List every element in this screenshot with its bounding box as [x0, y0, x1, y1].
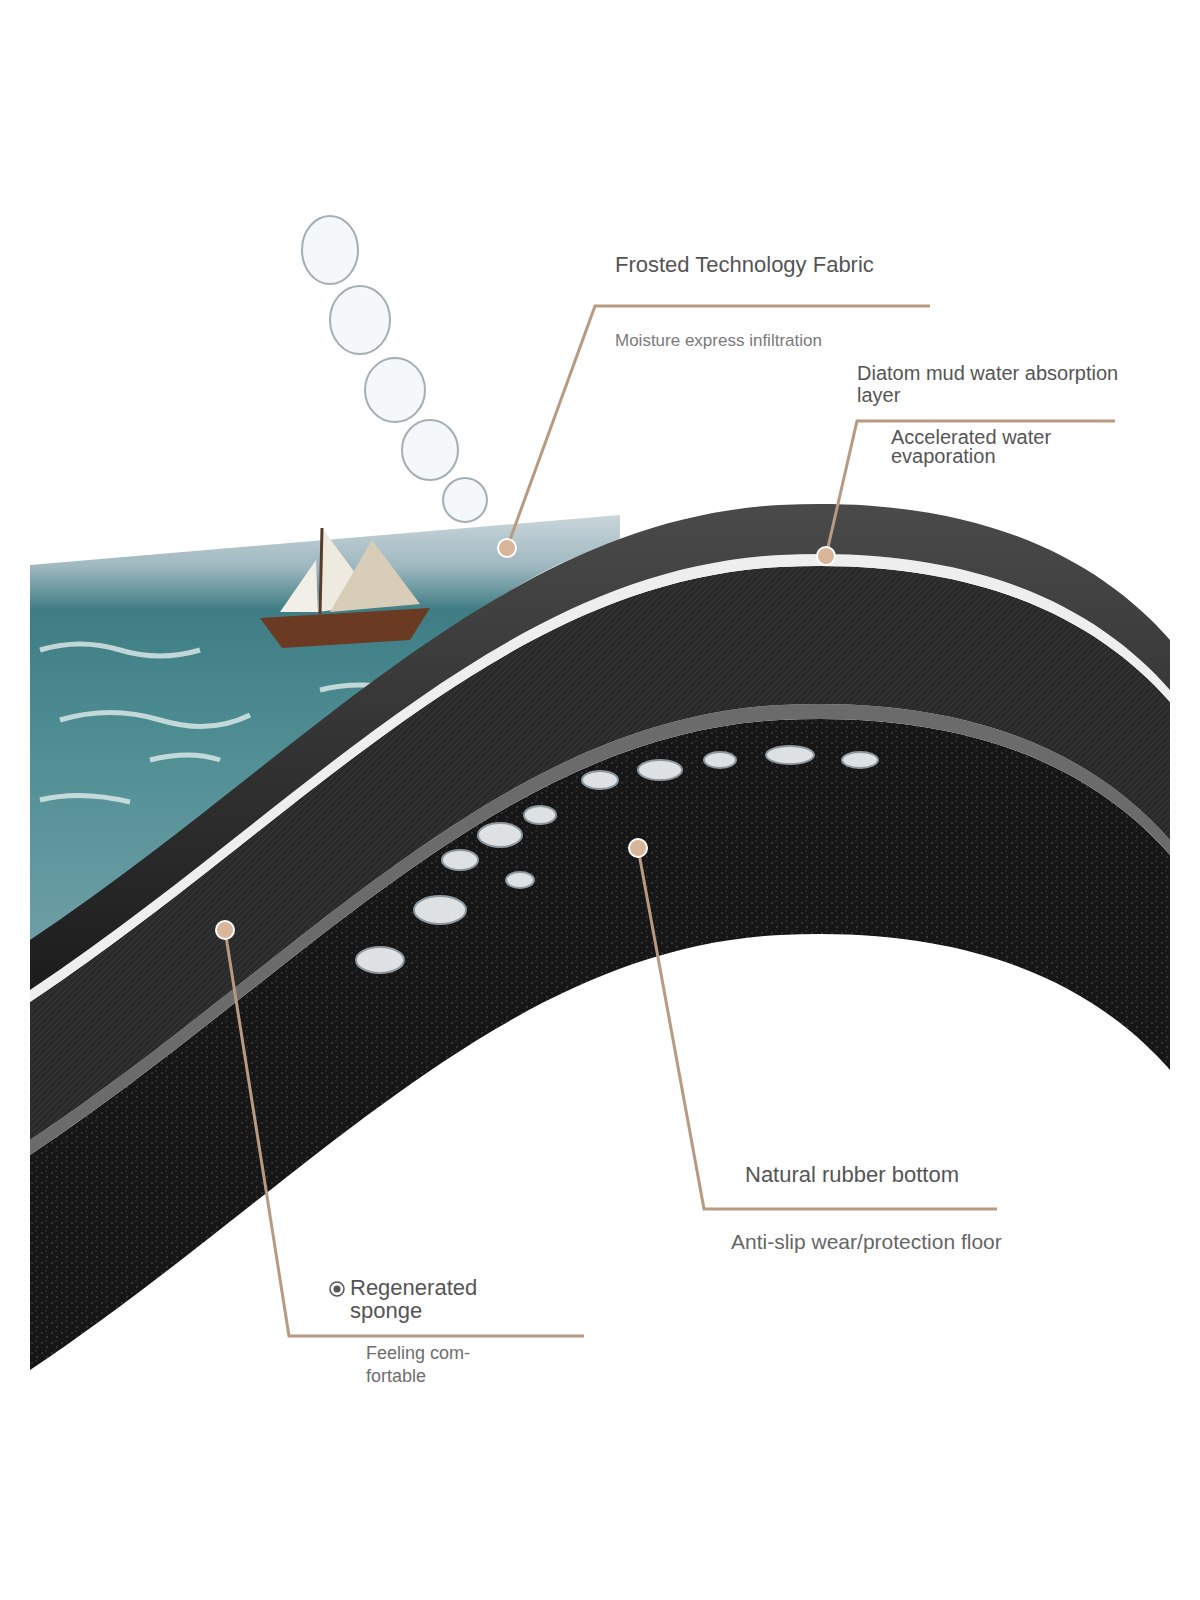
part-name: Frosted Technology Fabric	[615, 252, 935, 278]
part-name: Natural rubber bottom	[745, 1162, 1045, 1188]
leader-lines	[225, 306, 1115, 1336]
part-name: Regenerated sponge	[350, 1276, 515, 1322]
mat-layers	[30, 504, 1170, 1370]
part-note: Moisture express infiltration	[615, 331, 915, 351]
leader-dots	[216, 539, 835, 939]
water-drops	[302, 216, 878, 973]
part-note: Feeling com- fortable	[366, 1342, 488, 1388]
part-note: Accelerated water evaporation	[891, 428, 1086, 466]
bullet-symbol	[330, 1282, 344, 1296]
part-note: Anti-slip wear/protection floor	[731, 1229, 1091, 1254]
part-name: Diatom mud water absorption layer	[857, 362, 1157, 406]
